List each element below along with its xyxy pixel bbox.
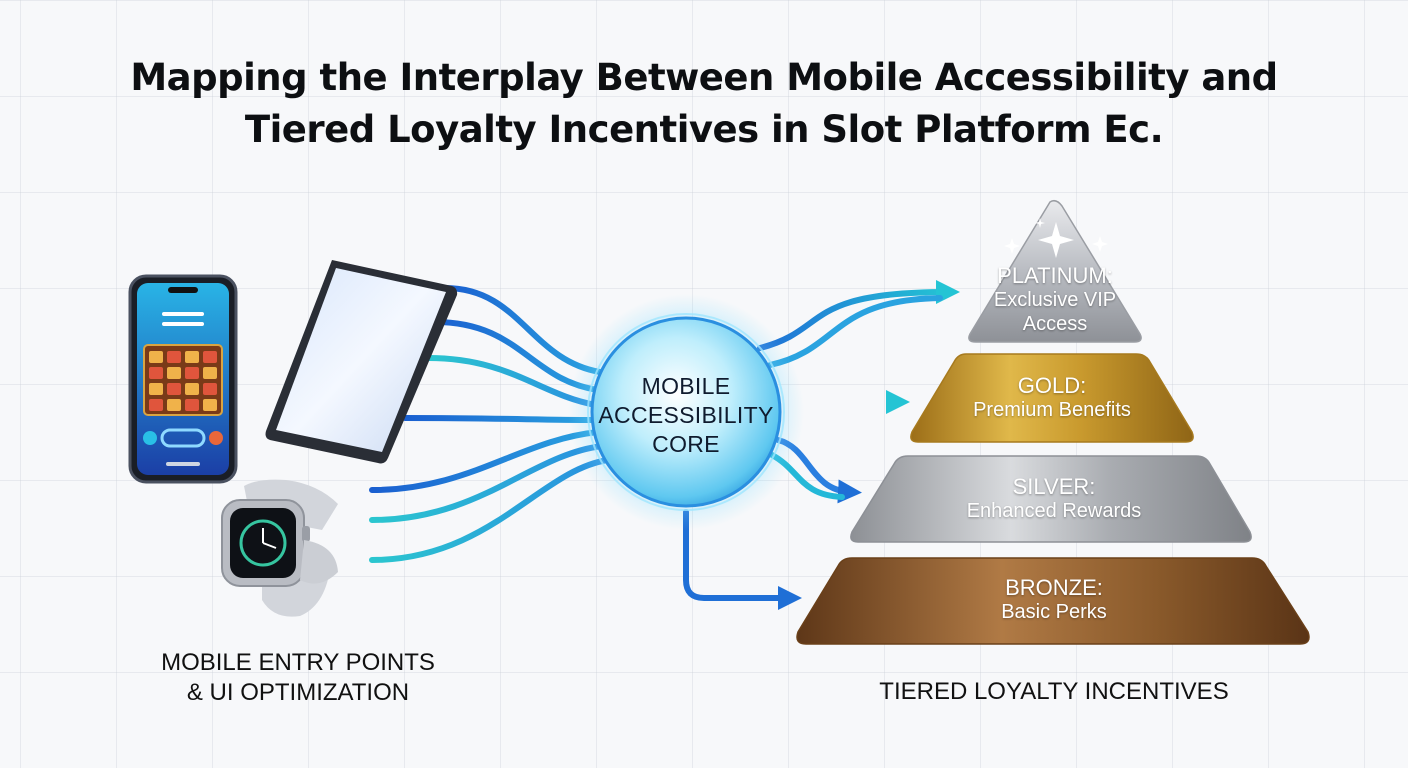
tier-gold-label: GOLD: Premium Benefits — [952, 374, 1152, 422]
tier-bronze — [796, 557, 1310, 645]
title-line-1: Mapping the Interplay Between Mobile Acc… — [130, 56, 1278, 99]
tiered-loyalty-label: TIERED LOYALTY INCENTIVES — [879, 678, 1229, 705]
core-line-2: ACCESSIBILITY — [598, 402, 774, 428]
tier-platinum-label: PLATINUM: Exclusive VIP Access — [955, 264, 1155, 336]
tier-silver-label: SILVER: Enhanced Rewards — [934, 475, 1174, 523]
tier-name: GOLD: — [1017, 373, 1087, 398]
mobile-entry-line-2: & UI OPTIMIZATION — [186, 679, 410, 706]
tablet-icon — [265, 260, 458, 464]
flow-line — [402, 415, 597, 423]
tier-name: SILVER: — [1012, 474, 1096, 499]
page-title: Mapping the Interplay Between Mobile Acc… — [0, 52, 1408, 156]
tier-silver — [850, 455, 1252, 543]
tier-platinum — [968, 199, 1142, 343]
tier-gold — [910, 353, 1194, 443]
tier-bronze-label: BRONZE: Basic Perks — [954, 576, 1154, 624]
mobile-entry-label: MOBILE ENTRY POINTS & UI OPTIMIZATION — [148, 648, 448, 708]
flow-line — [442, 285, 603, 375]
tier-name: PLATINUM: — [997, 263, 1113, 288]
flow-line — [369, 429, 601, 493]
sparkle-icon — [1004, 218, 1108, 258]
flow-to-platinum — [757, 280, 960, 351]
smartwatch-icon — [221, 479, 338, 617]
flow-line — [369, 457, 611, 563]
smartphone-icon — [128, 274, 238, 484]
tier-desc: Exclusive VIP — [993, 289, 1117, 311]
tier-name: BRONZE: — [1005, 575, 1103, 600]
flow-line — [369, 443, 605, 523]
title-line-2: Tiered Loyalty Incentives in Slot Platfo… — [244, 108, 1164, 151]
loyalty-pyramid — [796, 199, 1310, 645]
tier-desc: Premium Benefits — [973, 399, 1131, 421]
core-line-3: CORE — [652, 431, 720, 457]
mobile-entry-line-1: MOBILE ENTRY POINTS — [161, 649, 435, 676]
flow-to-bronze — [683, 509, 802, 610]
tier-desc: Enhanced Rewards — [966, 500, 1142, 522]
accessibility-core — [568, 294, 804, 530]
core-label: MOBILE ACCESSIBILITY CORE — [588, 372, 784, 459]
tier-desc: Basic Perks — [1001, 601, 1107, 623]
flow-to-platinum-2 — [767, 295, 943, 368]
core-line-1: MOBILE — [641, 373, 731, 399]
tier-desc: Access — [1022, 313, 1088, 335]
